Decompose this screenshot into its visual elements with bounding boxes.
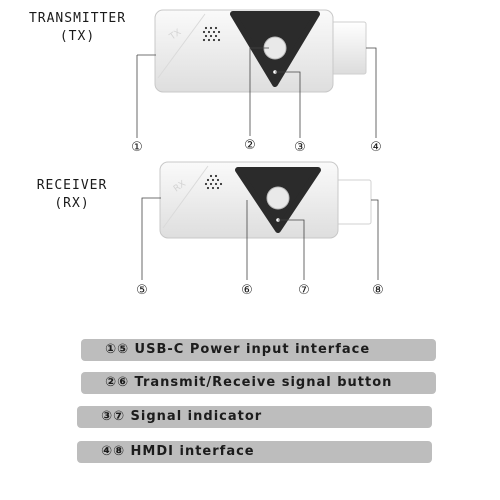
rx-leader-lines: [141, 197, 379, 280]
tx-body-seam: [157, 13, 206, 79]
receiver-device: RX: [141, 161, 379, 280]
legend-item-power-input: ①⑤ USB-C Power input interface: [81, 339, 436, 361]
receiver-title: RECEIVER: [36, 178, 108, 193]
callout-3: ③: [294, 140, 306, 155]
rx-speaker-grille: [204, 174, 223, 190]
transmitter-title: TRANSMITTER: [28, 11, 127, 26]
rx-body-seam: [162, 165, 209, 229]
callout-6: ⑥: [241, 283, 253, 298]
receiver-label: RECEIVER (RX): [22, 177, 122, 213]
transmitter-abbr: (TX): [59, 29, 96, 44]
tx-hdmi-connector: [329, 21, 367, 75]
callout-5: ⑤: [136, 283, 148, 298]
callout-4: ④: [370, 140, 382, 155]
rx-signal-button[interactable]: [266, 186, 290, 210]
callout-8: ⑧: [372, 283, 384, 298]
tx-speaker-grille: [202, 26, 221, 42]
callout-7: ⑦: [298, 283, 310, 298]
callout-2: ②: [244, 138, 256, 153]
transmitter-device: TX: [136, 9, 377, 138]
tx-leader-lines: [136, 47, 377, 138]
transmitter-label: TRANSMITTER (TX): [10, 10, 145, 46]
rx-hdmi-connector: [335, 179, 372, 225]
callout-1: ①: [131, 140, 143, 155]
legend-item-signal-indicator: ③⑦ Signal indicator: [77, 406, 432, 428]
receiver-abbr: (RX): [54, 196, 90, 211]
legend-item-hdmi-interface: ④⑧ HMDI interface: [77, 441, 432, 463]
legend-item-signal-button: ②⑥ Transmit/Receive signal button: [81, 372, 436, 394]
